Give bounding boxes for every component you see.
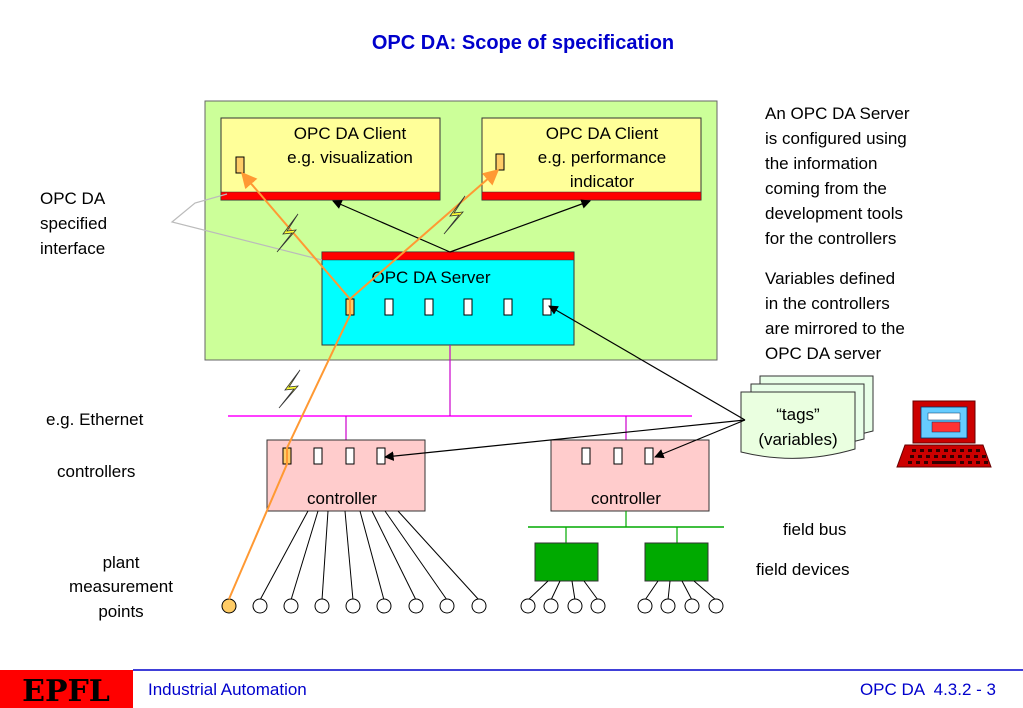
field-device — [644, 542, 709, 582]
signal-path-to-client1 — [228, 171, 351, 600]
measurement-point — [283, 598, 299, 614]
info-para2-line1: Variables defined — [765, 269, 895, 288]
info-para1-line3: the information — [765, 154, 877, 173]
server-variable-tag — [384, 298, 394, 316]
opc-server: OPC DA Server — [321, 251, 575, 346]
lightning-icon — [443, 195, 466, 235]
measurement-point — [567, 598, 583, 614]
client-interface-bar — [481, 191, 702, 201]
controller-variable-tag — [613, 447, 623, 465]
server-variable-tag — [503, 298, 513, 316]
plant-label-3: points — [98, 602, 143, 621]
info-para2-line2: in the controllers — [765, 294, 890, 313]
opc-client-visualization: OPC DA Client e.g. visualization — [220, 117, 441, 201]
server-to-client1-arrow — [332, 200, 451, 253]
epfl-logo-text: EPFL — [22, 674, 110, 708]
laptop-icon — [896, 400, 992, 468]
measurement-wires — [259, 510, 480, 601]
client1-subtitle: e.g. visualization — [287, 148, 413, 167]
measurement-point — [408, 598, 424, 614]
measurement-points — [221, 598, 487, 614]
server-to-client2-arrow — [449, 199, 591, 253]
tags-documents: “tags” (variables) — [740, 375, 874, 459]
info-para1-line1: An OPC DA Server — [765, 104, 910, 123]
client1-title: OPC DA Client — [294, 124, 407, 143]
controller-2: controller — [550, 439, 710, 512]
lightning-icon — [276, 213, 299, 253]
client2-subtitle-1: e.g. performance — [538, 148, 667, 167]
controller-1: controller — [266, 439, 426, 512]
tags-to-server-arrow — [548, 305, 746, 421]
controller-variable-tag — [581, 447, 591, 465]
measurement-point — [314, 598, 330, 614]
measurement-point — [376, 598, 392, 614]
info-para1-line2: is configured using — [765, 129, 907, 148]
server-interface-bar — [321, 251, 575, 261]
measurement-point — [708, 598, 724, 614]
footer-slide-number: OPC DA 4.3.2 - 3 — [860, 680, 996, 699]
info-para2-line4: OPC DA server — [765, 344, 882, 363]
tags-to-controller1-arrow — [384, 419, 746, 461]
server-variable-tag — [463, 298, 473, 316]
measurement-point — [660, 598, 676, 614]
controller1-label: controller — [307, 489, 377, 508]
tags-to-controller2-arrow — [654, 419, 746, 459]
client2-subtitle-2: indicator — [570, 172, 635, 191]
controller-variable-tag — [313, 447, 323, 465]
measurement-point — [520, 598, 536, 614]
field-devices-label: field devices — [756, 560, 850, 579]
client1-variable-tag — [235, 156, 245, 174]
plant-label-2: measurement — [69, 577, 173, 596]
epfl-logo — [0, 670, 133, 708]
info-para1-line4: coming from the — [765, 179, 887, 198]
client2-title: OPC DA Client — [546, 124, 659, 143]
controller2-label: controller — [591, 489, 661, 508]
interface-label-1: OPC DA — [40, 189, 106, 208]
measurement-point — [221, 598, 237, 614]
server-title: OPC DA Server — [371, 268, 490, 287]
tags-label: “tags” — [776, 405, 820, 424]
field-bus-label: field bus — [783, 520, 846, 539]
plant-label-1: plant — [103, 553, 140, 572]
info-para1-line5: development tools — [765, 204, 903, 223]
page-title: OPC DA: Scope of specification — [372, 32, 674, 54]
field-device-points — [520, 598, 724, 614]
measurement-point — [637, 598, 653, 614]
interface-pointer-lines — [170, 193, 323, 261]
signal-path-to-client2 — [349, 168, 500, 300]
variables-label: (variables) — [758, 430, 837, 449]
lightning-icon — [278, 369, 301, 409]
measurement-point — [439, 598, 455, 614]
measurement-point — [590, 598, 606, 614]
controller-variable-tag — [376, 447, 386, 465]
client2-variable-tag — [495, 153, 505, 171]
field-device — [534, 542, 599, 582]
measurement-point — [543, 598, 559, 614]
footer-course-title: Industrial Automation — [148, 680, 307, 699]
ethernet-label: e.g. Ethernet — [46, 410, 144, 429]
measurement-point — [252, 598, 268, 614]
info-para1-line6: for the controllers — [765, 229, 896, 248]
interface-label-2: specified — [40, 214, 107, 233]
info-para2-line3: are mirrored to the — [765, 319, 905, 338]
server-variable-tag — [424, 298, 434, 316]
client-interface-bar — [220, 191, 441, 201]
controller-variable-tag — [345, 447, 355, 465]
measurement-point — [684, 598, 700, 614]
measurement-point — [345, 598, 361, 614]
measurement-point — [471, 598, 487, 614]
interface-label-3: interface — [40, 239, 105, 258]
controllers-label: controllers — [57, 462, 135, 481]
opc-client-performance-indicator: OPC DA Client e.g. performance indicator — [481, 117, 702, 201]
controller-variable-tag — [644, 447, 654, 465]
field-device-wires — [527, 580, 717, 601]
